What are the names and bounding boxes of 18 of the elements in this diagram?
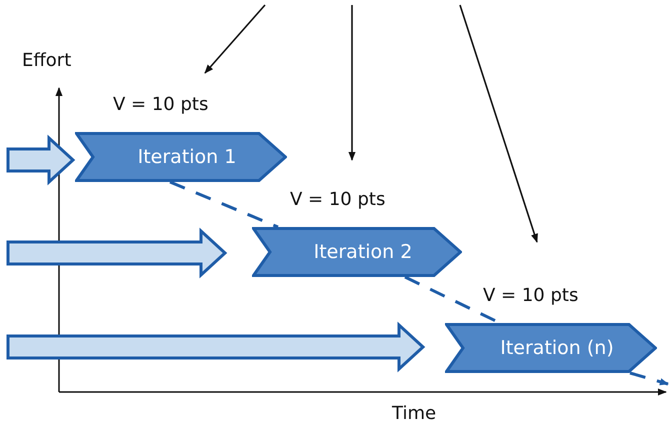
axis-title: Effort [22,50,72,71]
iteration-chevron [252,227,462,277]
arrow [459,4,538,243]
iteration-label: Iteration 2 [312,241,412,263]
arrow [630,372,669,386]
value-label: V = 10 pts [113,94,208,115]
iteration-label: Iteration 1 [136,146,236,168]
value-label: V = 10 pts [290,189,386,210]
iteration-chevron [75,132,287,182]
block-arrow [6,228,228,278]
block-arrow [6,322,426,372]
value-label: V = 10 pts [483,285,578,306]
iteration-chevron [445,323,657,373]
arrow [204,4,266,74]
block-arrow [6,134,76,186]
iteration-label: Iteration (n) [499,337,614,359]
axis-title: Time [392,403,436,424]
arrow [348,5,356,161]
